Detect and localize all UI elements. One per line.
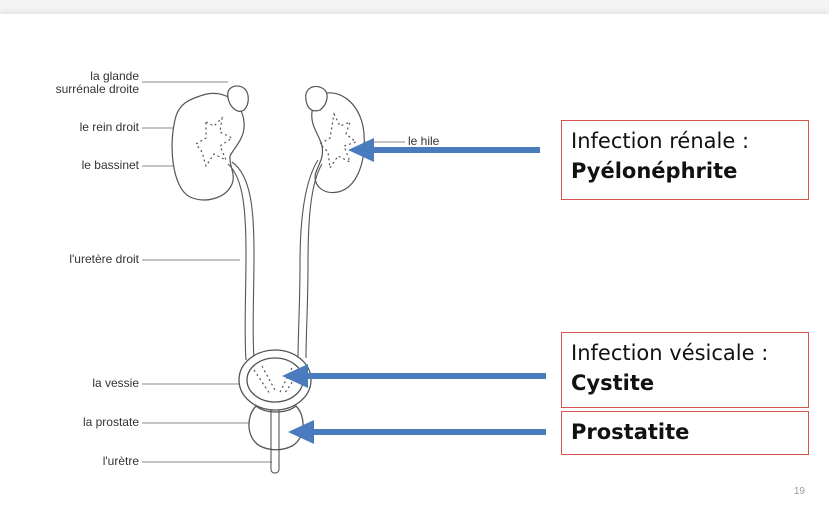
callout-renal-diagnosis: Pyélonéphrite bbox=[571, 156, 799, 186]
label-rein-droit: le rein droit bbox=[80, 121, 139, 134]
callout-vesicale-diagnosis: Cystite bbox=[571, 368, 799, 398]
callout-renal-title: Infection rénale : bbox=[571, 126, 799, 156]
urethra-tip bbox=[271, 470, 279, 473]
callout-vesicale-title: Infection vésicale : bbox=[571, 338, 799, 368]
right-ureter-outer bbox=[228, 164, 246, 360]
slide: la glande surrénale droite le rein droit… bbox=[0, 14, 829, 505]
left-ureter-inner bbox=[306, 164, 322, 358]
callout-prostatite: Prostatite bbox=[561, 411, 809, 455]
callout-infection-vesicale: Infection vésicale : Cystite bbox=[561, 332, 809, 408]
label-hile: le hile bbox=[408, 135, 439, 148]
arrow-prostate-shaft bbox=[306, 429, 546, 435]
right-kidney bbox=[172, 93, 244, 200]
label-uretere-droit: l'uretère droit bbox=[69, 253, 139, 266]
arrow-kidney-shaft bbox=[368, 147, 540, 153]
callout-prostatite-diagnosis: Prostatite bbox=[571, 417, 799, 447]
prostate-shape bbox=[249, 406, 303, 450]
callout-infection-renale: Infection rénale : Pyélonéphrite bbox=[561, 120, 809, 200]
arrow-bladder-shaft bbox=[300, 373, 546, 379]
label-bassinet: le bassinet bbox=[82, 159, 139, 172]
label-glande-surrenale: la glande surrénale droite bbox=[56, 70, 139, 96]
label-uretre: l'urètre bbox=[103, 455, 139, 468]
label-vessie: la vessie bbox=[92, 377, 139, 390]
label-prostate: la prostate bbox=[83, 416, 139, 429]
page-number: 19 bbox=[794, 486, 805, 497]
